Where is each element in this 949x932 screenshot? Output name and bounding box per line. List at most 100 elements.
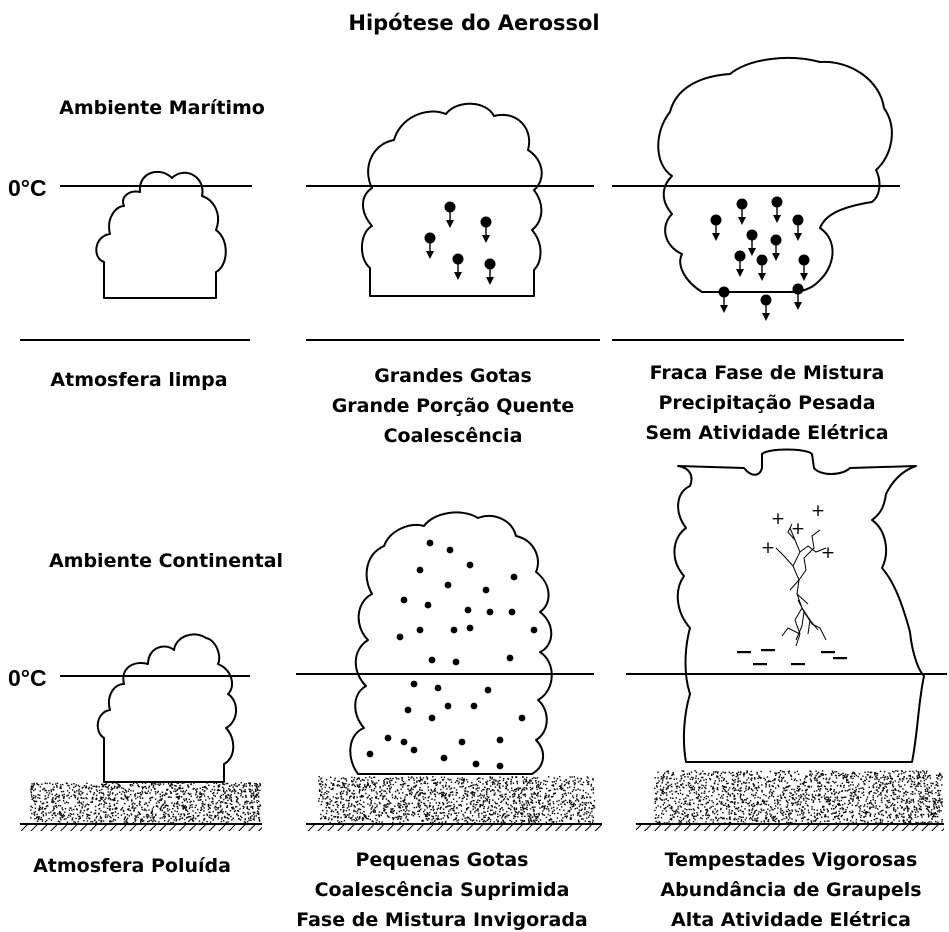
aerosol-particle bbox=[330, 814, 333, 817]
lightning-bolt bbox=[775, 523, 827, 647]
aerosol-particle bbox=[32, 786, 34, 788]
aerosol-particle bbox=[246, 807, 248, 809]
aerosol-particle bbox=[758, 811, 760, 813]
aerosol-particle bbox=[416, 777, 418, 779]
aerosol-particle bbox=[486, 792, 488, 794]
positive-charge: + bbox=[821, 543, 835, 563]
aerosol-particle bbox=[60, 786, 62, 788]
aerosol-particle bbox=[178, 804, 181, 806]
aerosol-particle bbox=[486, 780, 489, 782]
aerosol-particle bbox=[423, 810, 425, 813]
aerosol-particle bbox=[400, 810, 402, 812]
aerosol-particle bbox=[420, 783, 422, 785]
aerosol-particle bbox=[356, 778, 358, 781]
aerosol-particle bbox=[846, 790, 848, 792]
aerosol-particle bbox=[518, 799, 521, 802]
aerosol-particle bbox=[662, 822, 664, 825]
aerosol-particle bbox=[443, 815, 446, 817]
aerosol-particle bbox=[466, 781, 469, 783]
aerosol-particle bbox=[488, 796, 490, 798]
aerosol-particle bbox=[434, 819, 436, 822]
maritime-panel-clean: 0°C Atmosfera limpa bbox=[8, 170, 252, 391]
aerosol-particle bbox=[173, 802, 176, 805]
aerosol-particle bbox=[537, 795, 539, 797]
aerosol-particle bbox=[383, 809, 386, 811]
aerosol-particle bbox=[559, 779, 562, 781]
aerosol-particle bbox=[739, 816, 741, 818]
aerosol-particle bbox=[934, 815, 936, 818]
aerosol-particle bbox=[582, 795, 584, 797]
aerosol-particle bbox=[253, 797, 255, 800]
aerosol-particle bbox=[686, 803, 688, 805]
aerosol-particle bbox=[495, 807, 498, 809]
aerosol-particle bbox=[904, 807, 906, 810]
aerosol-particle bbox=[217, 808, 219, 810]
freezing-level-label: 0°C bbox=[8, 175, 47, 201]
aerosol-particle bbox=[774, 799, 776, 801]
aerosol-particle bbox=[692, 777, 694, 779]
aerosol-particle bbox=[373, 808, 375, 811]
aerosol-particle bbox=[432, 779, 435, 781]
aerosol-particle bbox=[936, 822, 939, 824]
aerosol-particle bbox=[176, 805, 178, 808]
aerosol-particle bbox=[83, 809, 85, 812]
aerosol-particle bbox=[693, 809, 696, 811]
aerosol-particle bbox=[575, 789, 577, 791]
aerosol-particle bbox=[510, 778, 512, 781]
aerosol-particle bbox=[520, 792, 522, 795]
aerosol-particle bbox=[917, 800, 920, 802]
aerosol-particle bbox=[205, 799, 207, 801]
aerosol-particle bbox=[731, 783, 733, 785]
aerosol-particle bbox=[402, 820, 405, 822]
aerosol-particle bbox=[549, 802, 551, 805]
aerosol-particle bbox=[82, 791, 84, 794]
aerosol-particle bbox=[152, 785, 155, 787]
aerosol-particle bbox=[811, 821, 813, 823]
aerosol-particle bbox=[413, 806, 415, 809]
aerosol-particle bbox=[171, 802, 173, 804]
aerosol-particle bbox=[359, 789, 361, 791]
aerosol-particle bbox=[442, 793, 444, 796]
aerosol-particle bbox=[748, 773, 751, 775]
aerosol-particle bbox=[686, 809, 688, 811]
aerosol-particle bbox=[858, 783, 860, 785]
aerosol-particle bbox=[435, 784, 437, 787]
aerosol-particle bbox=[561, 819, 563, 821]
aerosol-particle bbox=[107, 788, 109, 790]
aerosol-particle bbox=[386, 788, 388, 790]
aerosol-particle bbox=[739, 788, 741, 790]
aerosol-particle bbox=[924, 799, 926, 802]
aerosol-particle bbox=[64, 807, 67, 810]
aerosol-particle bbox=[530, 798, 532, 801]
aerosol-particle bbox=[756, 803, 758, 806]
aerosol-particle bbox=[770, 780, 772, 783]
aerosol-particle bbox=[497, 790, 500, 792]
aerosol-particle bbox=[453, 803, 455, 806]
aerosol-particle bbox=[343, 814, 345, 816]
aerosol-particle bbox=[691, 787, 693, 789]
aerosol-particle bbox=[902, 778, 905, 780]
aerosol-particle bbox=[134, 793, 137, 795]
positive-charge: + bbox=[771, 509, 785, 529]
aerosol-particle bbox=[339, 802, 342, 804]
aerosol-particle bbox=[896, 796, 899, 798]
aerosol-particle bbox=[528, 819, 530, 822]
aerosol-particle bbox=[564, 783, 566, 786]
aerosol-particle bbox=[336, 803, 338, 806]
aerosol-particle bbox=[352, 796, 355, 798]
aerosol-particle bbox=[695, 775, 697, 777]
aerosol-particle bbox=[852, 798, 854, 800]
aerosol-particle bbox=[164, 815, 166, 818]
aerosol-particle bbox=[430, 789, 432, 791]
aerosol-particle bbox=[352, 793, 355, 795]
aerosol-particle bbox=[529, 786, 532, 789]
aerosol-particle bbox=[760, 821, 763, 823]
aerosol-particle bbox=[553, 788, 555, 790]
aerosol-particle bbox=[46, 782, 48, 785]
aerosol-particle bbox=[247, 813, 250, 816]
aerosol-particle bbox=[872, 786, 875, 788]
aerosol-particle bbox=[737, 781, 739, 783]
aerosol-particle bbox=[851, 817, 854, 819]
aerosol-particle bbox=[552, 801, 554, 803]
aerosol-particle bbox=[752, 816, 754, 818]
